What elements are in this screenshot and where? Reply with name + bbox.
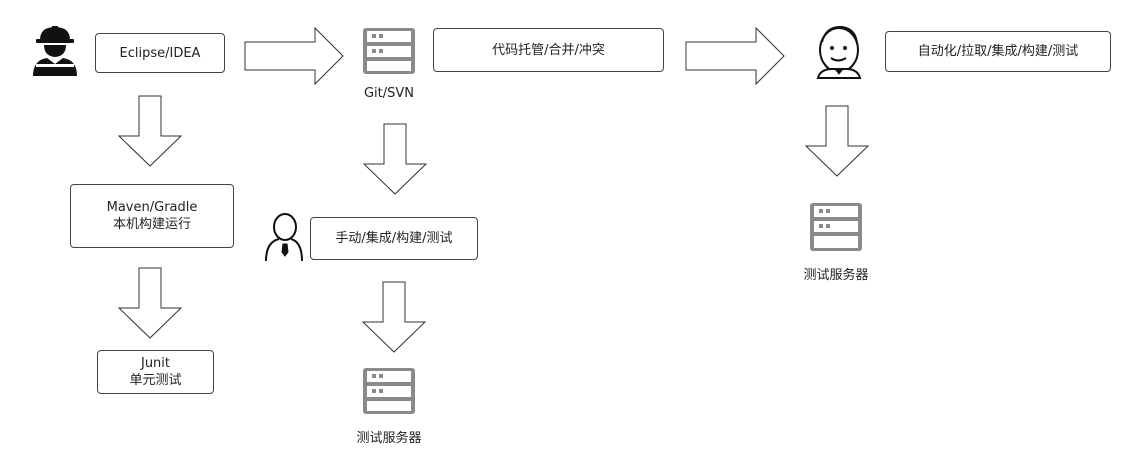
build-box: Maven/Gradle 本机构建运行 [70, 184, 234, 248]
test-server-left-label: 测试服务器 [356, 431, 422, 446]
manual-box: 手动/集成/构建/测试 [310, 217, 478, 260]
arrow-git-to-manual [362, 123, 428, 195]
hosting-label: 代码托管/合并/冲突 [492, 42, 605, 58]
server-icon [363, 368, 415, 414]
arrow-hosting-to-jenkins [685, 26, 785, 86]
test-server-right-label: 测试服务器 [803, 268, 869, 283]
arrow-manual-to-server [361, 281, 427, 353]
hosting-box: 代码托管/合并/冲突 [433, 28, 664, 72]
server-icon [810, 203, 862, 251]
person-icon [265, 213, 303, 262]
jenkins-task-label: 自动化/拉取/集成/构建/测试 [917, 44, 1079, 59]
junit-box: Junit 单元测试 [97, 350, 214, 394]
ide-label: Eclipse/IDEA [119, 45, 201, 61]
arrow-ide-to-git [244, 26, 344, 86]
jenkins-task-box: 自动化/拉取/集成/构建/测试 [885, 31, 1111, 72]
jenkins-butler-icon [816, 25, 862, 79]
arrow-ide-to-build [117, 95, 183, 167]
construction-worker-icon [33, 26, 77, 76]
manual-label: 手动/集成/构建/测试 [335, 231, 453, 246]
arrow-build-to-junit [117, 267, 183, 339]
server-icon [363, 28, 415, 74]
arrow-jenkins-to-server [804, 105, 870, 177]
ide-box: Eclipse/IDEA [95, 33, 225, 73]
vcs-label: Git/SVN [363, 86, 415, 101]
junit-label-line2: 单元测试 [129, 373, 182, 388]
build-label-line1: Maven/Gradle [106, 200, 198, 215]
build-label-line2: 本机构建运行 [112, 217, 191, 232]
junit-label-line1: Junit [140, 356, 171, 371]
